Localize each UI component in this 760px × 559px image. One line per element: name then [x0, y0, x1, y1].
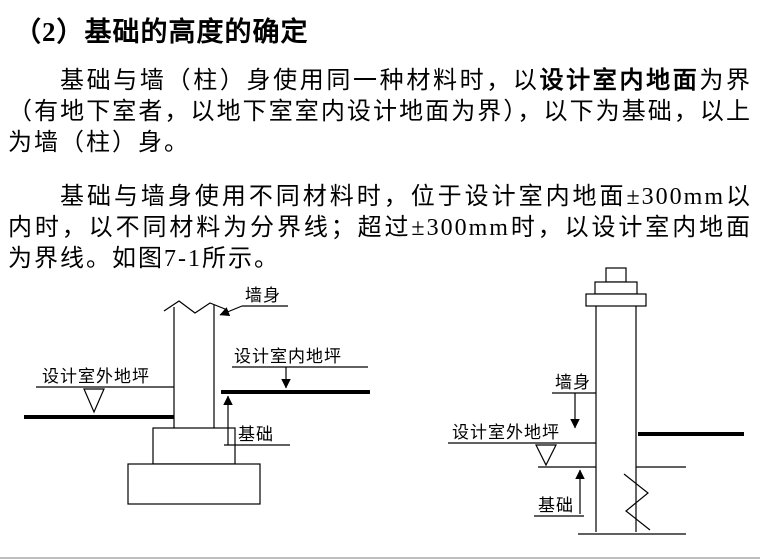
foundation-label: 基础: [238, 425, 274, 444]
outdoor-floor-label: 设计室外地坪: [42, 367, 150, 386]
para1-bold-term: 设计室内地面: [539, 68, 700, 94]
wall-label: 墙身: [245, 286, 281, 305]
foundation-step-upper: [152, 427, 236, 465]
para1-text-after: 为界（有地下室者，以地下室室内设计地面为界），以下为基础，以上为墙（柱）身。: [8, 68, 753, 156]
outdoor-floor-label: 设计室外地坪: [452, 423, 560, 442]
foundation-break-symbol: [623, 473, 651, 531]
paragraph-2: 基础与墙身使用不同材料时，位于设计室内地面±300mm以内时，以不同材料为分界线…: [8, 184, 752, 272]
paragraph-1: 基础与墙（柱）身使用同一种材料时，以设计室内地面为界（有地下室者，以地下室室内设…: [8, 66, 752, 159]
figure-right-column-foundation: 墙身 设计室外地坪 基础: [448, 267, 744, 535]
figure-left-wall-foundation: 墙身 设计室内地坪 设计室外地坪 基础: [24, 286, 370, 505]
para1-text-before: 基础与墙（柱）身使用同一种材料时，以: [60, 68, 540, 94]
column-cap-base: [585, 293, 647, 307]
page-title: （2）基础的高度的确定: [14, 17, 309, 47]
foundation-step-lower: [127, 463, 261, 505]
indoor-floor-label: 设计室内地坪: [234, 347, 342, 366]
outdoor-level-marker-icon: [535, 444, 557, 467]
wall-label: 墙身: [555, 373, 591, 392]
column-cap-middle: [594, 281, 638, 295]
column-cap-top: [605, 267, 627, 283]
wall-leader-arrow: [219, 305, 243, 316]
outdoor-level-marker-icon: [83, 388, 105, 414]
wall-break-symbol: [163, 300, 226, 314]
foundation-label: 基础: [538, 496, 574, 515]
